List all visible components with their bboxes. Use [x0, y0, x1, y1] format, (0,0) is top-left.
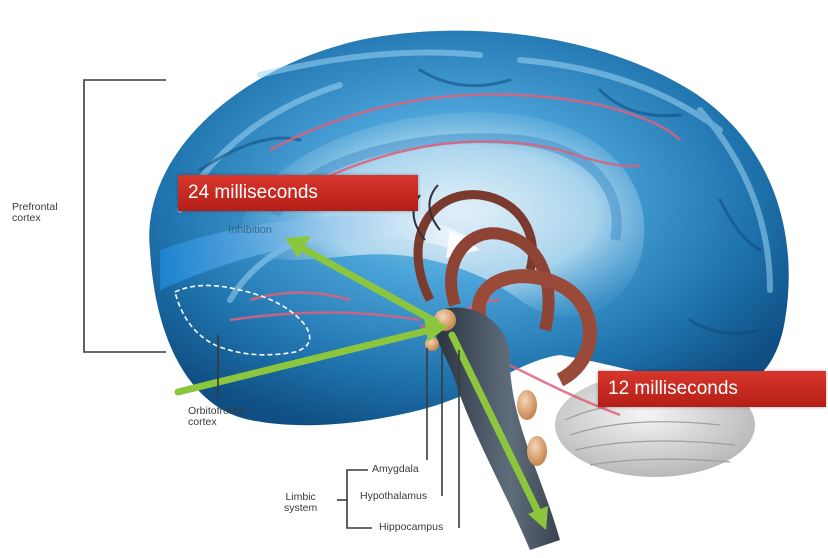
label-limbic-system: Limbic system [284, 492, 317, 514]
label-hippocampus: Hippocampus [379, 522, 443, 533]
annotation-12-milliseconds: 12 milliseconds [598, 371, 826, 407]
label-orbitofrontal-cortex: Orbitofrontal cortex [188, 406, 246, 428]
label-amygdala: Amygdala [372, 464, 419, 475]
annotation-24-milliseconds: 24 milliseconds [178, 175, 418, 211]
label-inhibition: Inhibition [228, 224, 272, 236]
label-hypothalamus: Hypothalamus [360, 491, 427, 502]
label-prefrontal-cortex: Prefrontal cortex [12, 202, 58, 224]
